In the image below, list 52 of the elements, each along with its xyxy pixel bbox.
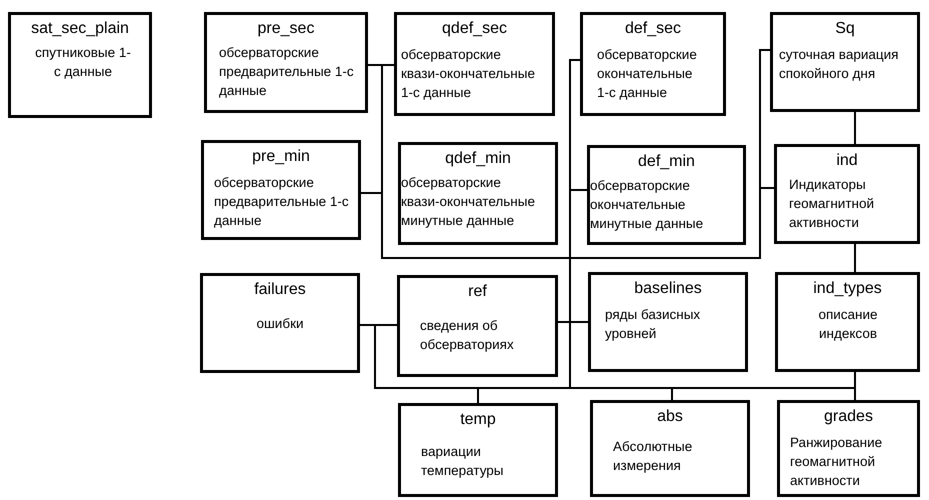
table-name: pre_min [251,147,311,167]
table-description: спутниковые 1-с данные [34,44,132,81]
table-name: Sq [834,19,856,39]
table-name: qdef_sec [441,19,508,39]
table-name: sat_sec_plain [30,19,130,39]
table-name: abs [656,407,684,427]
table-description: Индикаторы геомагнитной активности [789,176,876,232]
table-name: temp [459,410,497,430]
connector-line [671,387,856,400]
table-box [200,273,360,373]
table-box [394,12,555,116]
table-description: Ранжирование геомагнитной активности [790,434,884,490]
table-description: суточная вариация спокойного дня [779,46,900,83]
table-name: ref [467,282,488,302]
table-name: qdef_min [444,149,512,169]
table-description: описание индексов [817,306,879,343]
table-description: обсерваторские квази-окончательные минутные данные [401,174,536,230]
table-box [8,12,152,118]
table-description: обсерваторские окончательные минутные данные [590,177,704,233]
table-name: ind [835,151,859,171]
table-description: обсерваторские окончательные 1-с данные [597,46,698,102]
table-description: ряды базисных уровней [605,306,702,343]
table-description: обсерваторские предварительные 1-с данные [214,174,350,230]
table-box [201,140,361,240]
table-description: обсерваторские квази-окончательные 1-с данные [401,46,536,102]
table-name: grades [823,407,874,427]
table-description: вариации температуры [421,443,505,480]
table-description: обсерваторские предварительные 1-с данные [219,44,355,100]
table-box [398,142,558,245]
table-box [397,275,558,377]
table-box [580,12,726,116]
table-box [590,400,750,497]
table-name: ind_types [812,279,883,299]
table-description: ошибки [255,315,305,333]
table-box [204,12,368,113]
table-box [777,400,920,497]
table-box [774,144,920,244]
table-description: сведения об обсерваториях [420,317,515,354]
connector-line [558,321,588,323]
connector-line [854,112,856,144]
table-box [770,12,920,112]
table-name: baselines [633,279,703,299]
table-name: def_min [637,152,696,172]
table-name: def_sec [624,19,682,39]
table-box [588,272,748,372]
table-box [587,145,746,245]
table-description: Абсолютные измерения [613,438,694,475]
table-name: pre_sec [256,19,316,39]
table-box [398,403,558,497]
connector-line [854,244,856,272]
table-name: failures [253,280,307,300]
table-box [775,272,920,372]
